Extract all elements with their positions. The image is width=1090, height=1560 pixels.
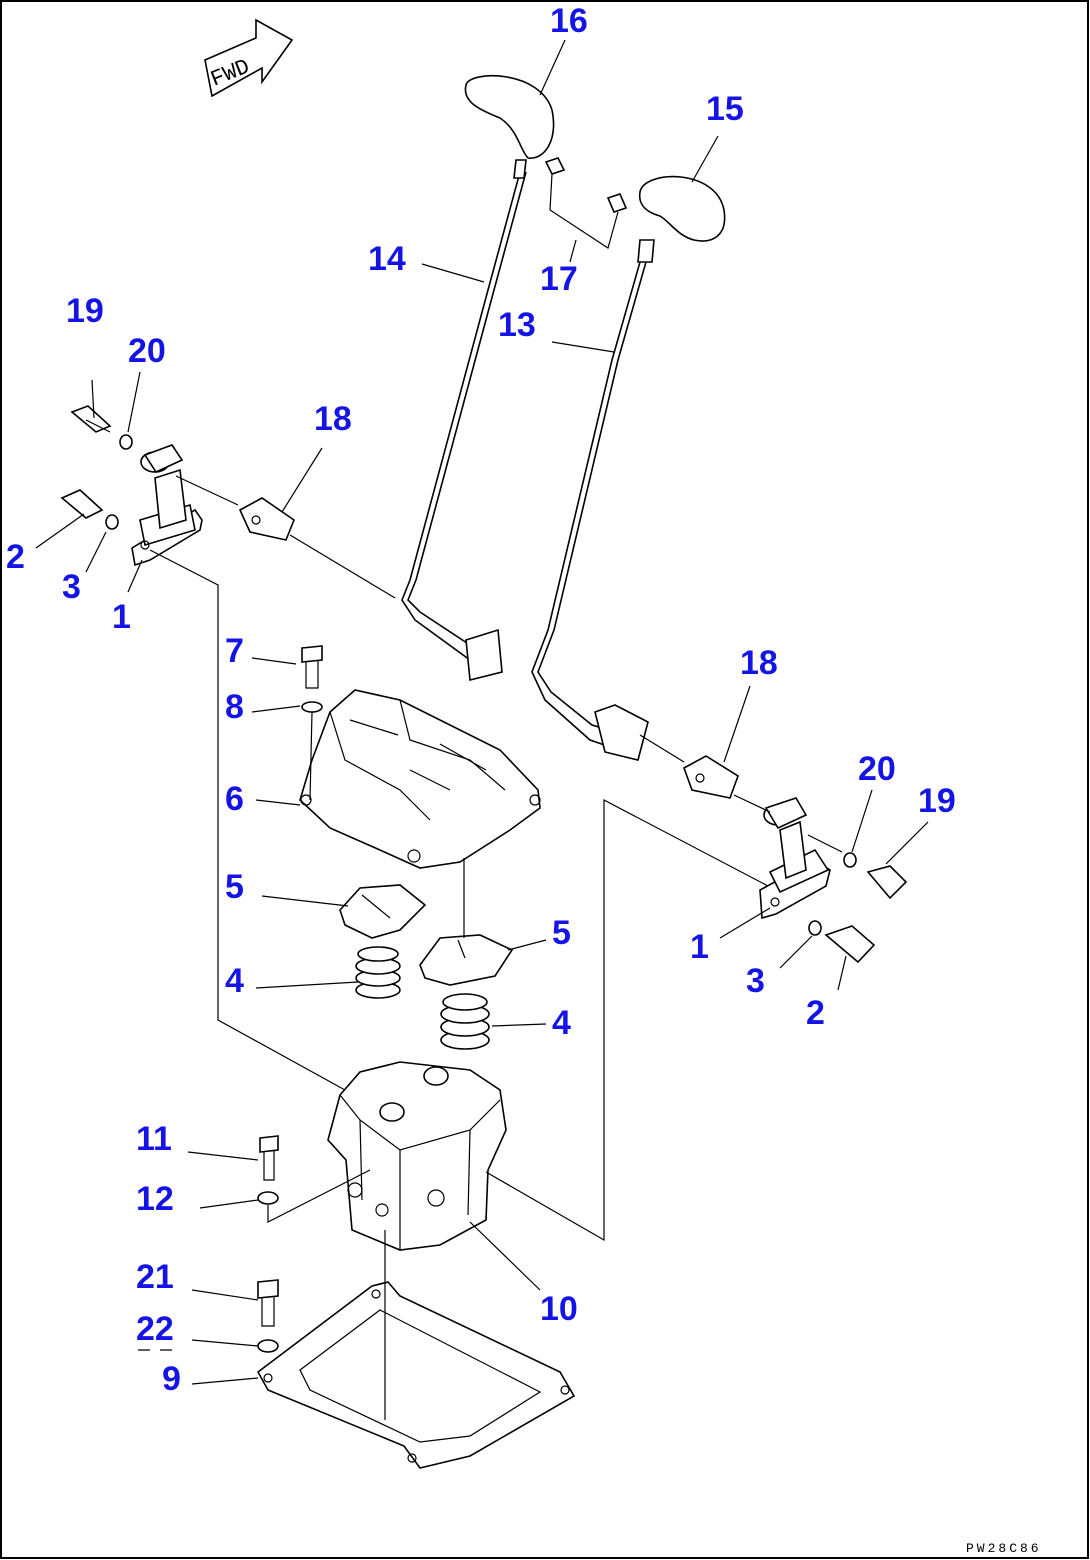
callout-8: 8 [225,688,244,726]
leader-lines [35,39,929,1385]
bolt-7 [301,645,323,689]
callout-labels: 16 15 14 17 13 19 20 18 2 3 1 7 8 6 5 5 … [6,2,956,1398]
guide-line-right [485,799,769,1242]
callout-18-right: 18 [740,644,778,682]
bolt-2-right [824,925,876,964]
callout-19-right: 19 [918,782,956,820]
callout-19-left: 19 [66,292,104,330]
link-line-left [175,475,396,599]
callout-5-right: 5 [552,914,571,952]
knob-15 [637,175,726,263]
washer-3-right [808,920,822,936]
bolt-21 [257,1279,279,1327]
washer-22 [257,1339,279,1353]
cover-6 [299,689,541,869]
callout-2-left: 2 [6,538,25,576]
bracket-18-right [683,755,739,799]
bolt-11 [259,1135,279,1181]
callout-1-left: 1 [112,598,131,636]
callout-16: 16 [550,2,588,40]
callout-1-right: 1 [690,928,709,966]
bolt-19-left [70,405,112,433]
bolt-19-right [866,865,908,900]
callout-15: 15 [706,90,744,128]
gasket-9 [256,1281,576,1469]
callout-6: 6 [225,780,244,818]
spring-4-left [355,946,401,999]
bolt-axis-7-6 [309,711,313,801]
bracket-1-right [759,797,831,920]
callout-3-left: 3 [62,568,81,606]
callout-22: 22 [136,1310,174,1348]
bolt-2-left [60,489,104,519]
link-line-right [639,734,843,853]
callout-4-left: 4 [225,962,244,1000]
guide-line-left [149,549,346,1091]
callout-14: 14 [368,240,406,278]
callout-3-right: 3 [746,962,765,1000]
washer-8 [301,701,323,713]
callout-10: 10 [540,1290,578,1328]
callout-12: 12 [136,1180,174,1218]
fwd-direction-arrow: FWD [204,18,294,98]
callout-13: 13 [498,306,536,344]
callout-21: 21 [136,1258,174,1296]
callout-7: 7 [225,632,244,670]
callout-4-right: 4 [552,1004,571,1042]
plate-5-right [419,934,514,986]
callout-18-left: 18 [314,400,352,438]
callout-9: 9 [162,1360,181,1398]
wire-17 [544,157,628,249]
spring-4-right [440,993,490,1050]
drawing-code: PW28C86 [966,1541,1042,1556]
callout-5-left: 5 [225,868,244,906]
callout-20-right: 20 [858,750,896,788]
guide-line-bolt12 [267,1169,371,1223]
washer-20-right [843,852,857,868]
valve-10 [327,1061,507,1251]
callout-11: 11 [136,1120,172,1158]
washer-20-left [119,434,133,450]
callout-2-right: 2 [806,994,825,1032]
lever-13 [531,247,651,761]
callout-20-left: 20 [128,332,166,370]
lever-14 [401,171,527,682]
washer-12 [257,1191,279,1205]
knob-16 [464,75,555,179]
callout-17: 17 [540,260,578,298]
plate-5-left [339,884,427,939]
bracket-18-left [238,497,295,541]
bracket-1-left [131,444,203,567]
washer-3-left [105,514,119,530]
